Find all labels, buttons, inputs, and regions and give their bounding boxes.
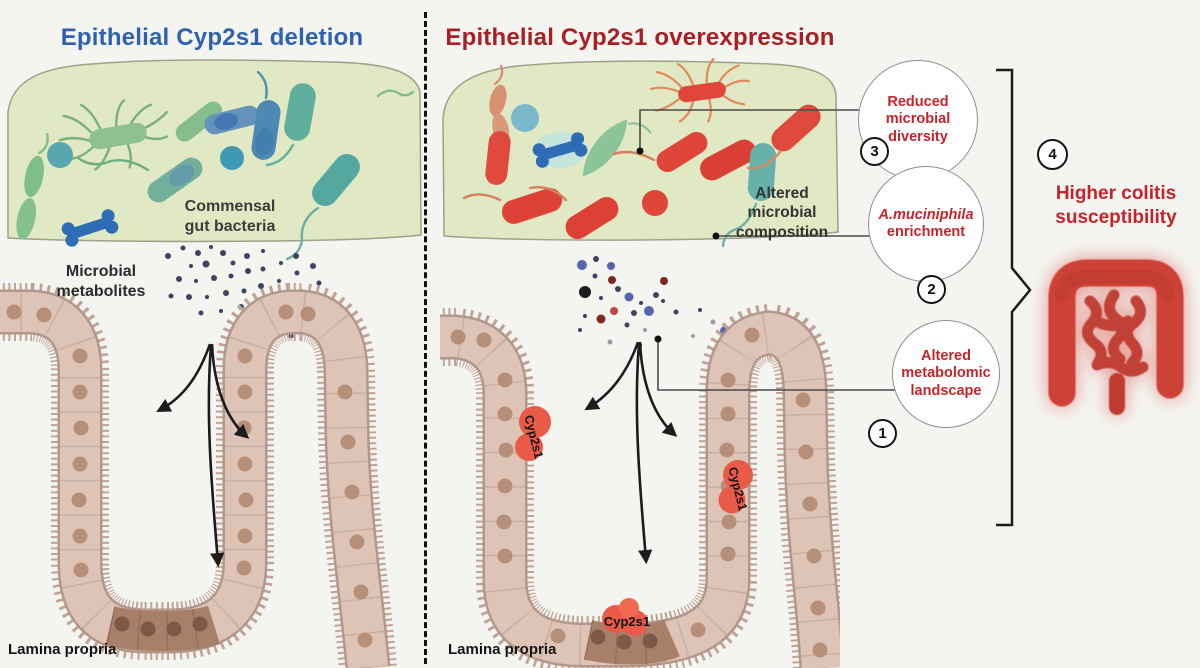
right-absorption-arrows: [584, 341, 678, 565]
left-crypt-epithelium: [0, 283, 397, 668]
summary-bracket: [996, 68, 1032, 527]
panel-divider-dashed-line: [424, 12, 427, 664]
altered-composition-label: Altered microbial composition: [735, 185, 829, 241]
cyp2s1-blob-left-arm: Cyp2s1: [515, 406, 551, 461]
step-badge-1: 1: [868, 419, 897, 448]
species-name: A.muciniphila: [878, 206, 974, 223]
cyp2s1-blob-bottom: Cyp2s1: [602, 598, 650, 636]
microbial-metabolites-label: Microbial metabolites: [56, 263, 146, 300]
commensal-bacteria-illustration: [16, 70, 415, 261]
left-panel-title: Epithelial Cyp2s1 deletion: [60, 24, 364, 51]
right-panel-illustration: Cyp2s1 Cyp2s1 Cyp2s1: [440, 57, 840, 668]
right-lamina-propria-label: Lamina propria: [448, 641, 557, 658]
altered-bacteria-illustration: [462, 57, 821, 248]
step-badge-2: 2: [917, 275, 946, 304]
left-panel-illustration: [0, 59, 422, 668]
commensal-bacteria-label: Commensal gut bacteria: [184, 198, 276, 235]
right-metabolite-dots: [577, 256, 730, 347]
step-badge-4: 4: [1037, 139, 1068, 170]
enrichment-text: enrichment: [886, 224, 966, 240]
step-badge-3: 3: [860, 137, 889, 166]
right-crypt-epithelium: [440, 303, 840, 668]
higher-colitis-label: Higher colitis susceptibility: [1055, 183, 1177, 228]
right-panel-title: Epithelial Cyp2s1 overexpression: [445, 24, 835, 51]
left-absorption-arrows: [156, 343, 250, 568]
left-lamina-propria-label: Lamina propria: [8, 641, 117, 658]
cyp2s1-label: Cyp2s1: [604, 614, 650, 629]
annotation-circle-reduced-diversity: Reduced microbial diversity: [858, 60, 978, 180]
annotation-circle-muciniphila: A.muciniphila enrichment: [868, 166, 984, 282]
cyp2s1-blob-right-arm: Cyp2s1: [718, 460, 753, 514]
annotation-circle-metabolomic: Altered metabolomic landscape: [892, 320, 1000, 428]
inflamed-colon-icon: [1048, 259, 1184, 415]
